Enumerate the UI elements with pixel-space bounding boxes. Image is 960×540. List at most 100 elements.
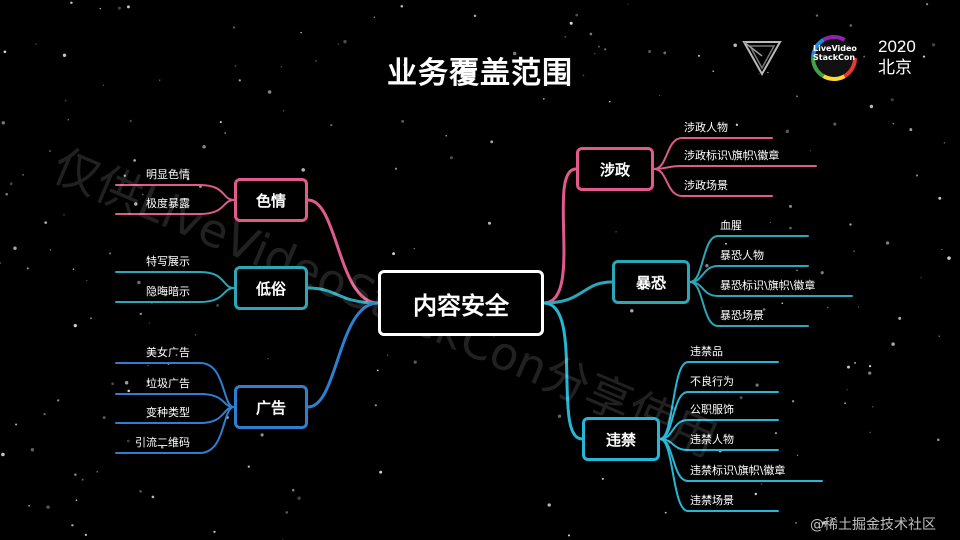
star-dot (84, 533, 87, 536)
star-dot (392, 252, 396, 256)
star-dot (300, 31, 302, 34)
leaf-违禁: 违禁品 (690, 345, 723, 358)
event-city: 北京 (878, 58, 912, 77)
star-dot (57, 399, 60, 402)
star-dot (22, 173, 25, 176)
star-dot (280, 66, 282, 68)
star-dot (72, 268, 75, 271)
star-dot (513, 51, 517, 56)
star-dot (900, 46, 903, 50)
star-dot (762, 308, 766, 311)
star-dot (139, 490, 142, 493)
star-dot (733, 43, 737, 47)
star-dot (853, 250, 855, 253)
star-dot (234, 64, 237, 67)
mindmap-connector (542, 301, 584, 441)
star-dot (70, 1, 73, 5)
star-dot (547, 503, 551, 507)
star-dot (81, 478, 84, 481)
leaf-色情: 明显色情 (146, 168, 190, 181)
star-dot (601, 477, 604, 480)
star-dot (720, 307, 722, 309)
leaf-低俗: 特写展示 (146, 255, 190, 268)
event-year-city: 2020 北京 (878, 36, 916, 78)
star-dot (608, 100, 611, 103)
star-dot (413, 247, 415, 250)
star-dot (330, 123, 333, 127)
credit-text: @稀土掘金技术社区 (810, 517, 936, 533)
star-dot (109, 252, 112, 255)
star-dot (151, 495, 155, 499)
star-dot (809, 150, 811, 152)
star-dot (219, 121, 222, 124)
star-dot (74, 473, 77, 476)
star-dot (126, 5, 130, 9)
center-node: 内容安全 (378, 270, 544, 336)
star-dot (833, 122, 837, 126)
branch-node-right: 违禁 (582, 417, 660, 461)
mindmap-connector (115, 406, 235, 454)
leaf-色情: 极度暴露 (146, 197, 190, 210)
star-dot (175, 354, 178, 356)
leaf-广告: 变种类型 (146, 406, 190, 419)
star-dot (947, 256, 951, 260)
leaf-违禁: 违禁人物 (690, 433, 734, 446)
mindmap-connector (542, 280, 614, 305)
leaf-涉政: 涉政场景 (684, 179, 728, 192)
star-dot (449, 156, 453, 160)
star-dot (291, 488, 295, 492)
star-dot (202, 145, 206, 149)
star-dot (260, 433, 264, 437)
star-dot (102, 84, 105, 86)
star-dot (796, 454, 799, 456)
star-dot (44, 221, 48, 224)
star-dot (73, 324, 77, 328)
star-dot (781, 302, 784, 305)
star-dot (868, 371, 872, 375)
star-dot (869, 104, 874, 109)
star-dot (659, 94, 661, 97)
star-dot (826, 306, 829, 309)
star-dot (43, 412, 46, 416)
star-dot (127, 389, 130, 393)
star-dot (400, 4, 404, 8)
star-dot (920, 277, 922, 279)
star-dot (48, 149, 52, 153)
star-dot (941, 248, 943, 251)
star-dot (926, 3, 929, 6)
star-dot (542, 98, 545, 100)
star-dot (922, 55, 926, 58)
star-dot (915, 174, 919, 177)
star-dot (123, 174, 126, 177)
star-dot (343, 40, 347, 44)
star-dot (85, 279, 88, 282)
star-dot (71, 524, 74, 527)
mindmap-connector (115, 184, 235, 201)
star-dot (582, 74, 585, 77)
star-dot (445, 134, 448, 137)
mindmap-connector (659, 419, 779, 440)
star-dot (64, 99, 67, 102)
triangle-logo-icon (742, 41, 782, 77)
star-dot (28, 504, 30, 507)
star-dot (630, 309, 634, 313)
star-dot (147, 364, 149, 367)
star-dot (890, 98, 894, 102)
leaf-广告: 垃圾广告 (146, 377, 190, 390)
star-dot (139, 312, 142, 316)
star-dot (15, 423, 18, 426)
logo-text-line-1: LiveVideo (813, 44, 857, 53)
star-dot (373, 16, 376, 18)
star-dot (473, 14, 477, 18)
star-dot (564, 35, 567, 38)
star-dot (739, 396, 743, 400)
mindmap-connector (653, 168, 773, 197)
star-dot (891, 342, 895, 346)
leaf-涉政: 涉政人物 (684, 121, 728, 134)
mindmap-connector (659, 438, 779, 512)
star-dot (401, 120, 404, 123)
star-dot (943, 142, 945, 144)
star-dot (789, 226, 792, 230)
mindmap-connector (306, 286, 380, 305)
star-dot (233, 26, 235, 29)
